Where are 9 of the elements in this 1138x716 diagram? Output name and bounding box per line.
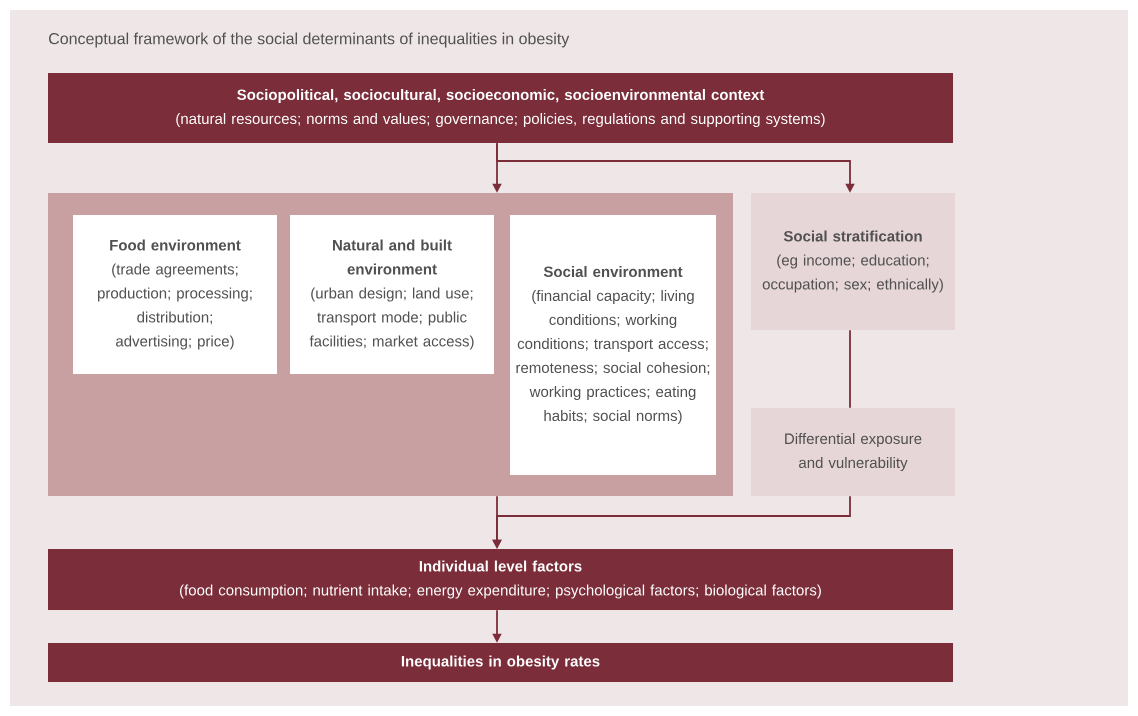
environment-box: Natural and built environment (urban design; land use; transport mode; public facilities; market access) [290,215,494,374]
title: Conceptual framework of the social determinants of inequalities in obesity [49,32,570,48]
exposure-box: Differential exposure and vulnerability [751,408,955,496]
context-box: Sociopolitical, sociocultural, socioeconomic, socioenvironmental context (natural resources; norms and values; governance; policies, regulations and supporting systems) [48,73,953,143]
stratification-box: Social stratification (eg income; education; occupation; sex; ethnically) [751,193,955,330]
environment-box: Food environment (trade agreements; production; processing; distribution; advertising; price) [73,215,277,374]
environment-box: Social environment (financial capacity; living conditions; working conditions; transport access; remoteness; social cohesion; working practices; eating habits; social norms) [510,215,716,475]
outcome-box: Inequalities in obesity rates [48,643,953,682]
individual-factors-box: Individual level factors (food consumption; nutrient intake; energy expenditure; psychological factors; biological factors) [48,549,953,610]
